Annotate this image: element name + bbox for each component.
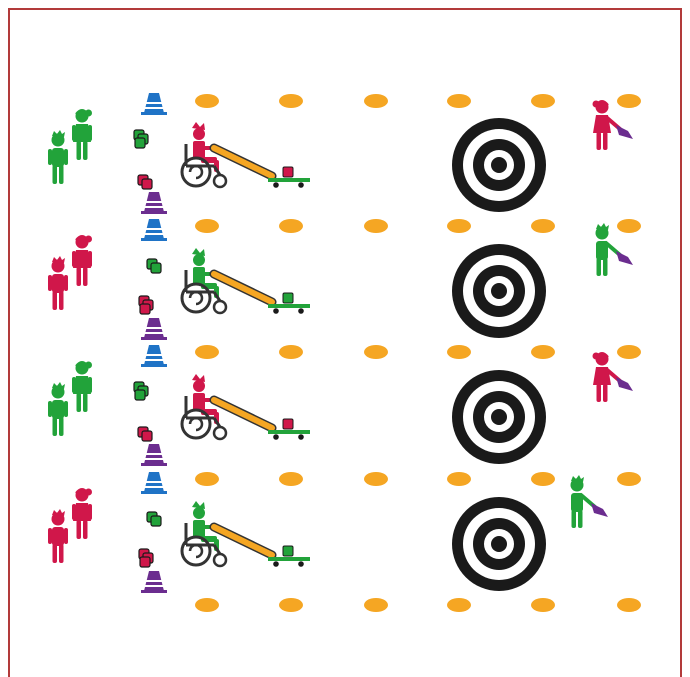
standing-girl-icon: [72, 489, 92, 540]
orange-spot-marker-icon: [617, 345, 641, 359]
wheelchair-ramp-athlete-icon: [182, 122, 310, 188]
orange-spot-marker-icon: [617, 598, 641, 612]
wheelchair-ramp-athlete-icon: [182, 374, 310, 440]
orange-spot-marker-icon: [447, 94, 471, 108]
beanbag-pile-icon: [138, 427, 152, 441]
marker-row: [195, 345, 641, 359]
orange-spot-marker-icon: [279, 345, 303, 359]
beanbag-pile-icon: [139, 296, 153, 314]
orange-spot-marker-icon: [447, 219, 471, 233]
wheelchair-ramp-athlete-icon: [182, 501, 310, 567]
standing-boy-icon: [48, 256, 68, 310]
orange-spot-marker-icon: [531, 345, 555, 359]
retriever-with-scoop-icon: [593, 101, 634, 151]
orange-spot-marker-icon: [279, 472, 303, 486]
orange-spot-marker-icon: [195, 94, 219, 108]
bullseye-target-icon: [452, 244, 546, 338]
purple-cone-stack-icon: [141, 192, 167, 214]
standing-girl-icon: [72, 362, 92, 413]
bullseye-target-icon: [452, 497, 546, 591]
orange-spot-marker-icon: [531, 598, 555, 612]
orange-spot-marker-icon: [364, 219, 388, 233]
orange-spot-marker-icon: [617, 219, 641, 233]
standing-boy-icon: [48, 382, 68, 436]
blue-cone-stack-icon: [141, 345, 167, 367]
blue-cone-stack-icon: [141, 219, 167, 241]
standing-boy-icon: [48, 130, 68, 184]
orange-spot-marker-icon: [531, 94, 555, 108]
orange-spot-marker-icon: [447, 472, 471, 486]
bullseye-target-icon: [452, 118, 546, 212]
orange-spot-marker-icon: [279, 598, 303, 612]
orange-spot-marker-icon: [447, 345, 471, 359]
lane-4: [48, 472, 608, 593]
orange-spot-marker-icon: [531, 472, 555, 486]
blue-cone-stack-icon: [141, 472, 167, 494]
orange-spot-marker-icon: [195, 345, 219, 359]
orange-spot-marker-icon: [364, 94, 388, 108]
lane-2: [48, 219, 633, 340]
beanbag-pile-icon: [147, 512, 161, 526]
orange-spot-marker-icon: [617, 472, 641, 486]
standing-boy-icon: [48, 509, 68, 563]
purple-cone-stack-icon: [141, 571, 167, 593]
orange-spot-marker-icon: [364, 598, 388, 612]
orange-spot-marker-icon: [364, 472, 388, 486]
beanbag-pile-icon: [134, 382, 148, 400]
orange-spot-marker-icon: [195, 598, 219, 612]
purple-cone-stack-icon: [141, 444, 167, 466]
orange-spot-marker-icon: [279, 94, 303, 108]
marker-row: [195, 94, 641, 108]
orange-spot-marker-icon: [364, 345, 388, 359]
orange-spot-marker-icon: [617, 94, 641, 108]
marker-row: [195, 219, 641, 233]
orange-spot-marker-icon: [279, 219, 303, 233]
standing-girl-icon: [72, 236, 92, 287]
lane-3: [48, 345, 633, 466]
bullseye-target-icon: [452, 370, 546, 464]
orange-spot-marker-icon: [195, 219, 219, 233]
standing-girl-icon: [72, 110, 92, 161]
orange-spot-marker-icon: [447, 598, 471, 612]
blue-cone-stack-icon: [141, 93, 167, 115]
beanbag-pile-icon: [134, 130, 148, 148]
orange-spot-marker-icon: [195, 472, 219, 486]
field-border: [9, 9, 681, 677]
wheelchair-ramp-athlete-icon: [182, 248, 310, 314]
retriever-with-scoop-icon: [593, 353, 634, 403]
marker-row: [195, 598, 641, 612]
beanbag-pile-icon: [138, 175, 152, 189]
purple-cone-stack-icon: [141, 318, 167, 340]
beanbag-pile-icon: [139, 549, 153, 567]
lane-1: [48, 93, 633, 214]
beanbag-pile-icon: [147, 259, 161, 273]
retriever-with-scoop-icon: [571, 475, 609, 528]
orange-spot-marker-icon: [531, 219, 555, 233]
